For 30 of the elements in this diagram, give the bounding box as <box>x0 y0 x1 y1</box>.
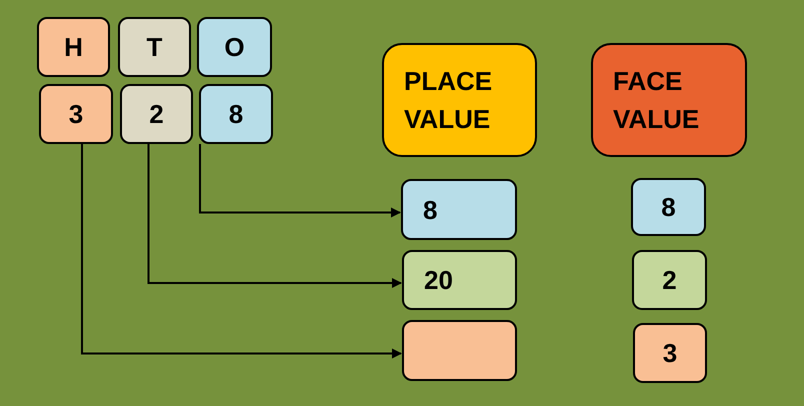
digit-header-box <box>37 17 110 77</box>
arrow <box>81 144 402 358</box>
arrow <box>199 144 401 218</box>
digit-text: T <box>146 31 162 64</box>
value-box <box>631 178 706 236</box>
heading-box <box>382 43 537 157</box>
digit-text: O <box>224 31 245 64</box>
digit-text: 2 <box>662 264 677 297</box>
digit-text: 8 <box>423 194 438 226</box>
value-box <box>632 250 707 310</box>
digit-text: 8 <box>661 191 676 224</box>
digit-header-box <box>197 17 272 77</box>
digit-box <box>199 84 273 144</box>
heading-text: PLACE VALUE <box>404 65 494 136</box>
digit-header-box <box>118 17 191 77</box>
digit-text: H <box>64 31 83 64</box>
digit-text: 3 <box>662 337 678 370</box>
digit-text: 8 <box>228 98 244 131</box>
heading-box <box>591 43 747 157</box>
heading-text: FACE VALUE <box>613 65 700 136</box>
value-box <box>402 320 517 381</box>
digit-box <box>39 84 113 144</box>
value-box <box>402 250 517 310</box>
value-box <box>633 323 707 383</box>
digit-text: 3 <box>68 98 84 131</box>
value-box <box>401 179 517 240</box>
digit-box <box>120 84 193 144</box>
digit-text: 20 <box>424 264 453 297</box>
arrow <box>148 144 402 288</box>
digit-text: 2 <box>149 98 164 131</box>
